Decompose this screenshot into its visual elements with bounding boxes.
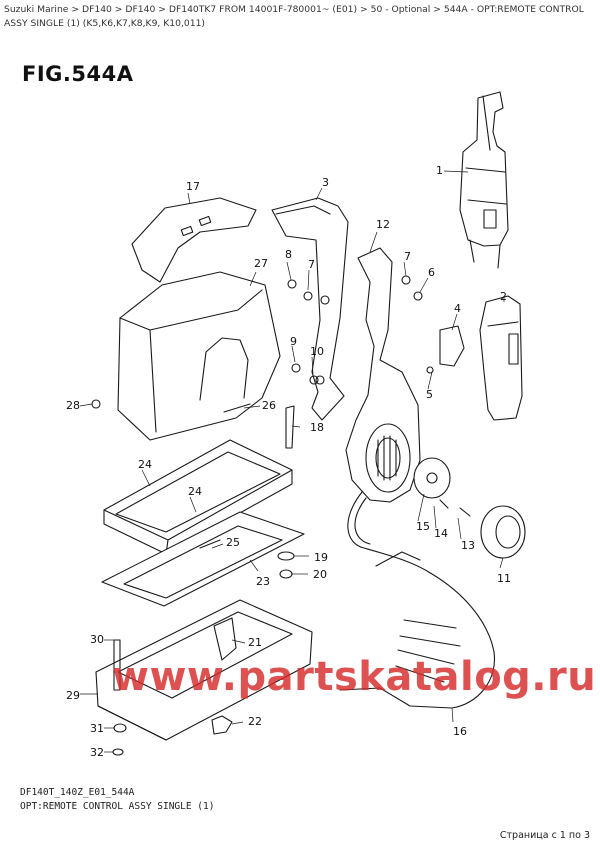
callout-6: 6 <box>428 266 435 279</box>
callout-11: 11 <box>497 572 511 585</box>
callout-20: 20 <box>313 568 327 581</box>
callout-30: 30 <box>90 633 104 646</box>
callout-25: 25 <box>226 536 240 549</box>
callout-8: 8 <box>285 248 292 261</box>
part-gasket <box>101 511 305 607</box>
callout-21: 21 <box>248 636 262 649</box>
part-control-arm <box>271 197 349 421</box>
callout-14: 14 <box>434 527 448 540</box>
callout-12: 12 <box>376 218 390 231</box>
callout-17: 17 <box>186 180 200 193</box>
callout-1: 1 <box>436 164 443 177</box>
part-bracket <box>103 439 293 555</box>
part-grip <box>479 295 523 421</box>
callout-31: 31 <box>90 722 104 735</box>
callout-15: 15 <box>416 520 430 533</box>
callout-7: 7 <box>308 258 315 271</box>
callout-3: 3 <box>322 176 329 189</box>
figure-caption: OPT:REMOTE CONTROL ASSY SINGLE (1) <box>20 801 215 812</box>
breadcrumb: Suzuki Marine > DF140 > DF140 > DF140TK7… <box>4 4 584 29</box>
callout-7: 7 <box>404 250 411 263</box>
callout-5: 5 <box>426 388 433 401</box>
callout-2: 2 <box>500 290 507 303</box>
callout-23: 23 <box>256 575 270 588</box>
part-main-housing <box>345 247 421 503</box>
figure-code: DF140T_140Z_E01_544A <box>20 787 135 798</box>
callout-24: 24 <box>188 485 202 498</box>
callout-9: 9 <box>290 335 297 348</box>
figure-title: FIG.544A <box>22 62 134 86</box>
page-indicator: Страница с 1 по 3 <box>499 830 590 841</box>
callout-27: 27 <box>254 257 268 270</box>
callout-22: 22 <box>248 715 262 728</box>
part-top-cover <box>131 197 257 283</box>
callout-10: 10 <box>310 345 324 358</box>
callout-16: 16 <box>453 725 467 738</box>
part-remote-control-lever <box>459 91 509 269</box>
callout-26: 26 <box>262 399 276 412</box>
part-base-plate <box>95 599 313 741</box>
part-wire-harness <box>339 491 496 709</box>
callout-13: 13 <box>461 539 475 552</box>
part-small-hardware <box>91 275 526 756</box>
callout-28: 28 <box>66 399 80 412</box>
callout-24: 24 <box>138 458 152 471</box>
callout-4: 4 <box>454 302 461 315</box>
part-housing-cover <box>117 271 281 441</box>
callout-32: 32 <box>90 746 104 759</box>
callout-19: 19 <box>314 551 328 564</box>
watermark: www.partskatalog.ru <box>112 654 597 700</box>
callout-labels: 1234567789101112131415161718192021222324… <box>66 164 511 759</box>
callout-18: 18 <box>310 421 324 434</box>
callout-29: 29 <box>66 689 80 702</box>
